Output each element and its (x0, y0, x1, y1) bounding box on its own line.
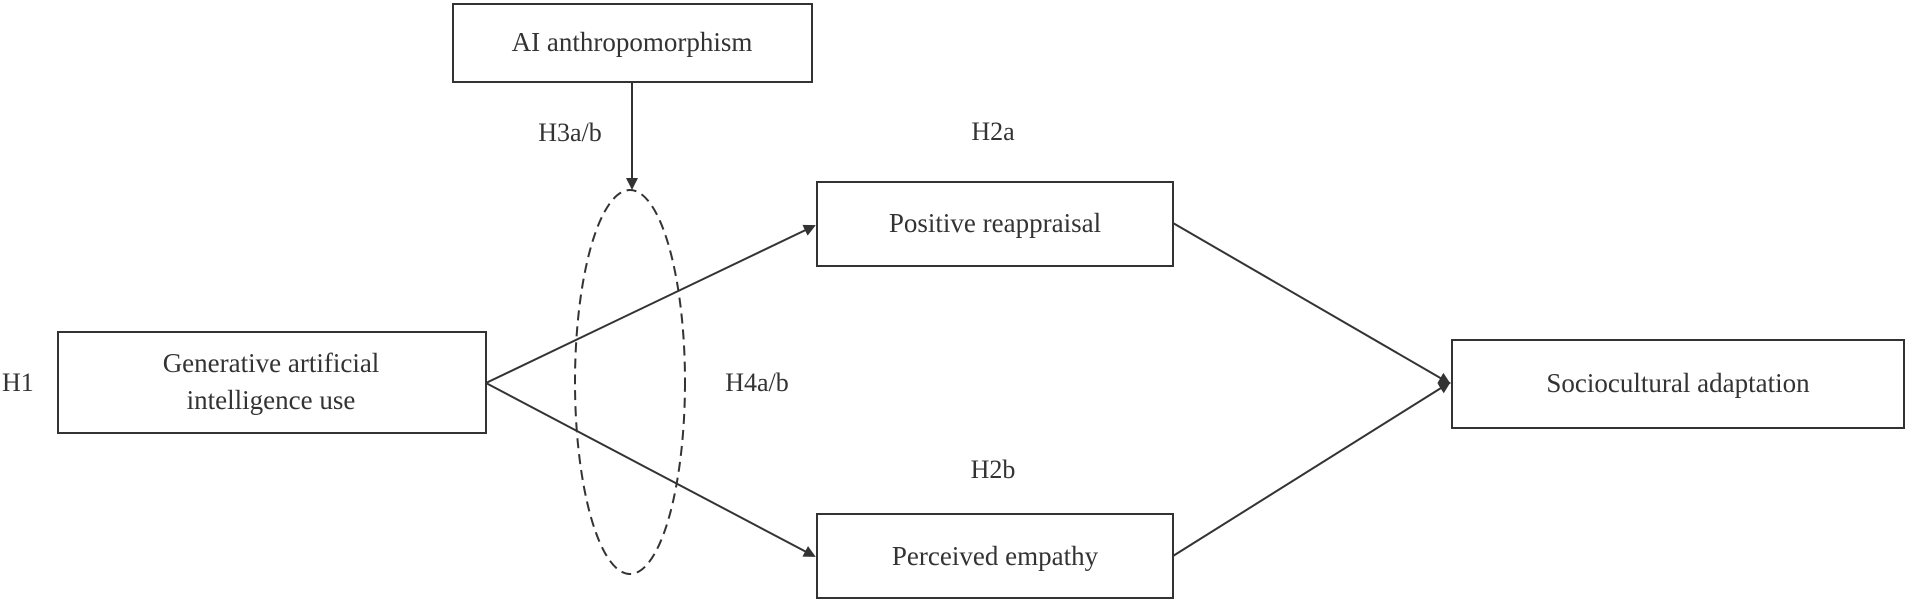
node-generative-ai-use-label-line1: Generative artificial (163, 348, 380, 378)
node-positive-reappraisal: Positive reappraisal (816, 181, 1174, 267)
node-sociocultural-adaptation-box (1451, 339, 1905, 429)
node-positive-reappraisal-box (816, 181, 1174, 267)
arrow-positive-reappraisal-to-adaptation (1172, 222, 1451, 385)
node-perceived-empathy-box (816, 513, 1174, 599)
moderation-ellipse (574, 189, 686, 575)
hypothesis-h1-label: H1 (2, 368, 34, 397)
node-perceived-empathy-label: Perceived empathy (892, 541, 1099, 571)
node-sociocultural-adaptation-label: Sociocultural adaptation (1546, 368, 1810, 398)
hypothesis-h3-label: H3a/b (538, 118, 602, 147)
node-ai-anthropomorphism-label: AI anthropomorphism (512, 27, 753, 57)
node-generative-ai-use: Generative artificial intelligence use (57, 331, 487, 434)
hypothesis-h4-label: H4a/b (725, 368, 789, 397)
node-ai-anthropomorphism: AI anthropomorphism (452, 3, 813, 83)
arrow-perceived-empathy-to-adaptation (1172, 381, 1451, 557)
node-generative-ai-use-box (57, 331, 487, 434)
node-generative-ai-use-label-line2: intelligence use (187, 385, 356, 415)
hypothesis-h2a-label: H2a (971, 117, 1015, 146)
arrow-gai-use-to-positive-reappraisal (485, 224, 816, 384)
hypothesis-h2b-label: H2b (971, 455, 1016, 484)
node-perceived-empathy: Perceived empathy (816, 513, 1174, 599)
node-ai-anthropomorphism-box (452, 3, 813, 83)
node-sociocultural-adaptation: Sociocultural adaptation (1451, 339, 1905, 429)
arrow-gai-use-to-perceived-empathy (485, 382, 816, 557)
node-positive-reappraisal-label: Positive reappraisal (889, 208, 1101, 238)
